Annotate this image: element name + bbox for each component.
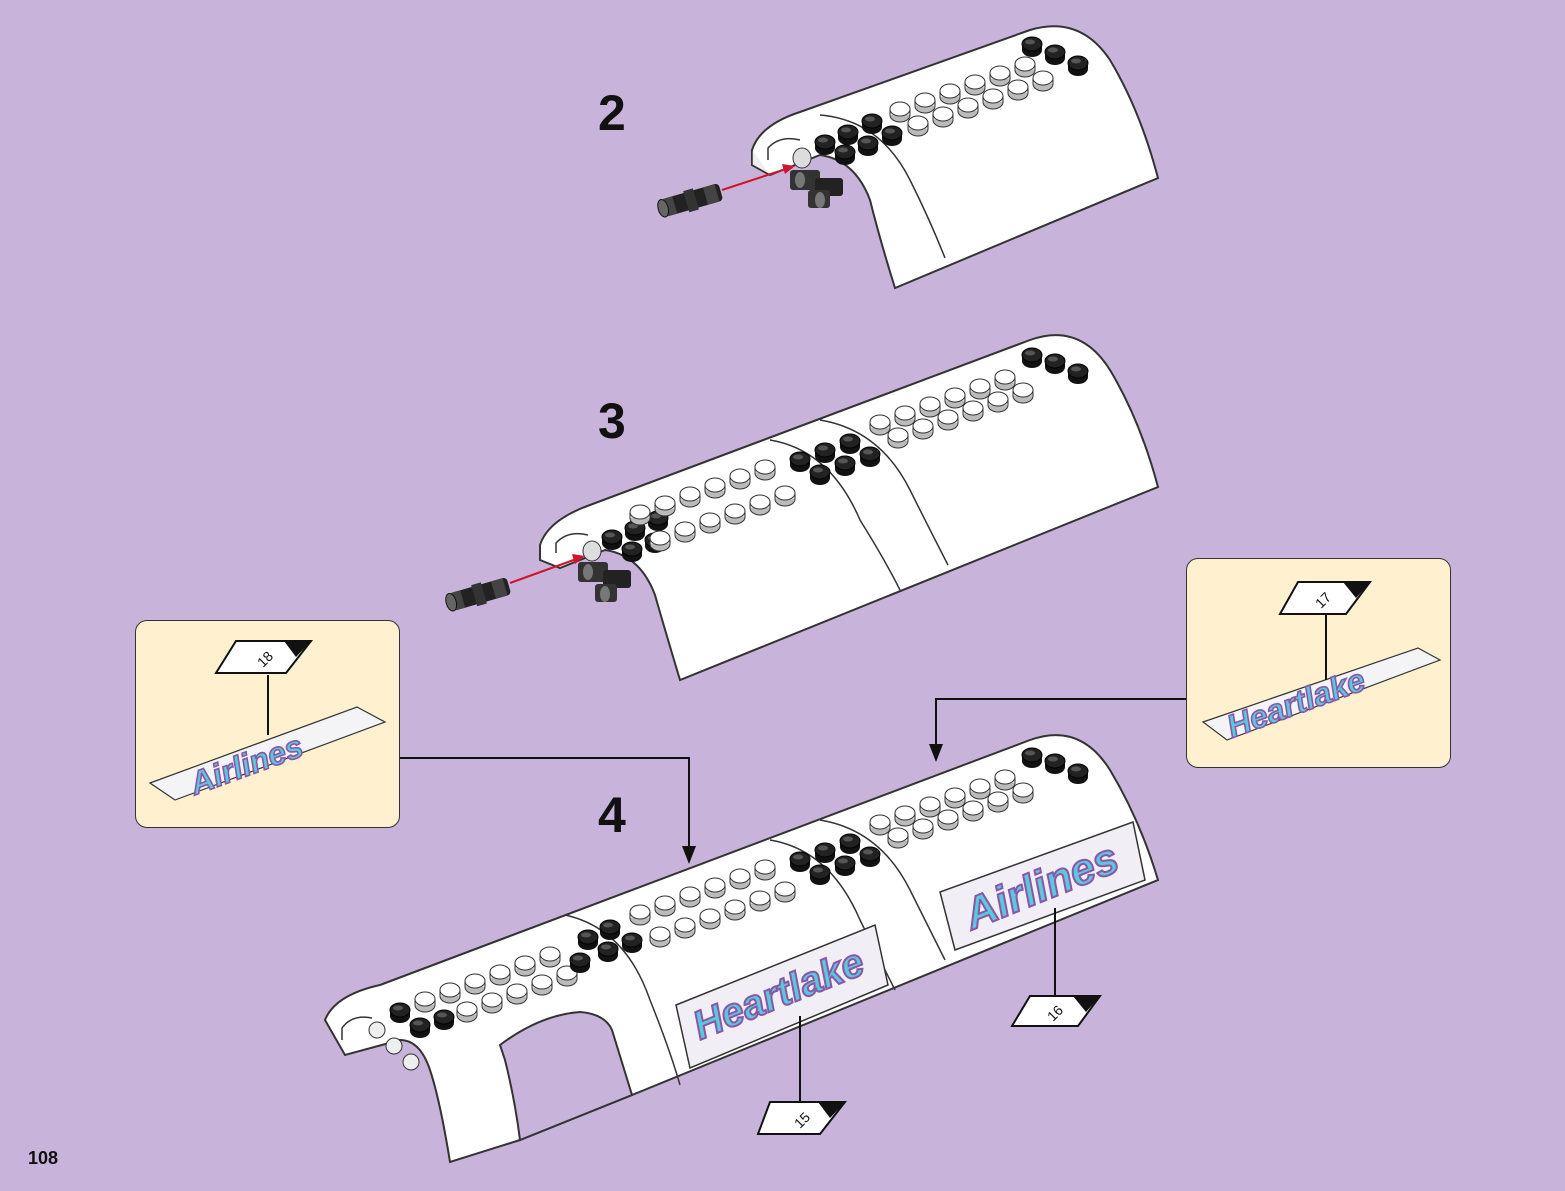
step-4-assembly: Heartlake Airlines 15 16	[323, 734, 1160, 1164]
assembly-arrow-red	[721, 166, 793, 191]
step-3-assembly	[442, 334, 1160, 682]
callout-right-contents: Heartlake 17	[1201, 581, 1442, 745]
step-number-4: 4	[598, 787, 626, 843]
sticker-tag-17: 17	[1278, 581, 1372, 615]
callout-right-arrow	[935, 698, 1186, 756]
callout-left-arrow	[400, 757, 690, 858]
sticker-tag-16: 16	[1010, 995, 1102, 1027]
callout-left-contents: Airlines 18	[148, 640, 387, 803]
step-number-2: 2	[598, 85, 626, 141]
step-number-3: 3	[598, 393, 626, 449]
sticker-tag-15: 15	[756, 1101, 848, 1135]
sticker-tag-18: 18	[214, 640, 314, 674]
svg-text:Heartlake: Heartlake	[1222, 661, 1370, 744]
page-number: 108	[28, 1148, 59, 1168]
svg-text:Airlines: Airlines	[184, 728, 308, 802]
step-2-assembly	[654, 25, 1160, 290]
assembly-arrow-red	[509, 556, 583, 584]
